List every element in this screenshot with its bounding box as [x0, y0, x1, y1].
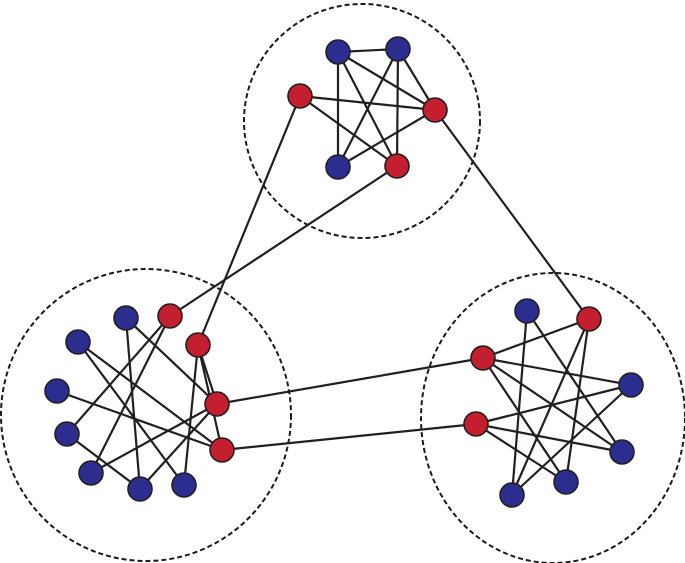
node-blue-T1 — [325, 39, 351, 65]
node-blue-T5 — [325, 154, 351, 180]
edge-T1-T4 — [336, 50, 437, 112]
edge-T3-T6 — [298, 94, 399, 168]
node-red-R3 — [470, 345, 496, 371]
node-layer — [44, 36, 644, 508]
edge-L2-L9 — [89, 314, 172, 475]
node-blue-R4 — [618, 372, 644, 398]
node-blue-L11 — [171, 472, 197, 498]
edge-T2-T5 — [336, 47, 400, 169]
node-blue-R7 — [553, 469, 579, 495]
node-red-L6 — [204, 391, 230, 417]
node-red-R5 — [463, 411, 489, 437]
node-blue-L10 — [127, 476, 153, 502]
edge-R5-R7 — [474, 422, 568, 484]
edge-T3-L4 — [196, 94, 302, 347]
community-top — [243, 3, 481, 239]
edge-L8-R5 — [220, 422, 478, 452]
node-blue-L9 — [78, 460, 104, 486]
edge-R2-R8 — [510, 317, 591, 497]
edge-layer — [55, 47, 633, 497]
edge-L4-L11 — [182, 343, 200, 487]
edge-R3-R4 — [481, 356, 633, 387]
edge-T3-T4 — [298, 94, 437, 112]
edge-R1-R6 — [525, 309, 624, 454]
edge-L1-L6 — [124, 316, 219, 406]
node-blue-T2 — [385, 36, 411, 62]
edge-L2-L7 — [65, 314, 172, 436]
edge-T2-T6 — [395, 47, 400, 168]
edge-T6-L2 — [168, 164, 399, 318]
edge-L3-L8 — [76, 340, 224, 452]
node-blue-L3 — [65, 329, 91, 355]
node-blue-L7 — [54, 421, 80, 447]
node-red-T4 — [422, 97, 448, 123]
node-blue-L1 — [113, 305, 139, 331]
edge-L5-L8 — [55, 389, 224, 452]
edge-L1-L10 — [124, 316, 142, 491]
edge-R5-R6 — [474, 422, 624, 454]
edge-R3-R7 — [481, 356, 568, 484]
node-red-T6 — [384, 153, 410, 179]
edge-L6-R3 — [215, 356, 485, 406]
edge-T4-T5 — [336, 108, 437, 169]
edge-R4-R8 — [510, 383, 633, 497]
edge-L7-L10 — [65, 432, 142, 491]
edge-R2-R3 — [481, 317, 591, 360]
community-boundaries — [0, 3, 685, 563]
node-red-L8 — [209, 437, 235, 463]
node-blue-R1 — [514, 298, 540, 324]
edge-L6-L10 — [138, 402, 219, 491]
node-red-L2 — [157, 303, 183, 329]
node-red-T3 — [287, 83, 313, 109]
node-blue-R8 — [499, 482, 525, 508]
edge-R2-R7 — [564, 317, 591, 484]
edge-T4-R2 — [433, 108, 591, 321]
node-red-R2 — [576, 306, 602, 332]
edge-L9-L6 — [89, 402, 219, 475]
node-blue-R6 — [609, 439, 635, 465]
edge-R5-R4 — [474, 383, 633, 426]
node-red-L4 — [185, 332, 211, 358]
node-blue-L5 — [44, 378, 70, 404]
community-left — [0, 268, 292, 562]
community-right — [420, 272, 685, 563]
